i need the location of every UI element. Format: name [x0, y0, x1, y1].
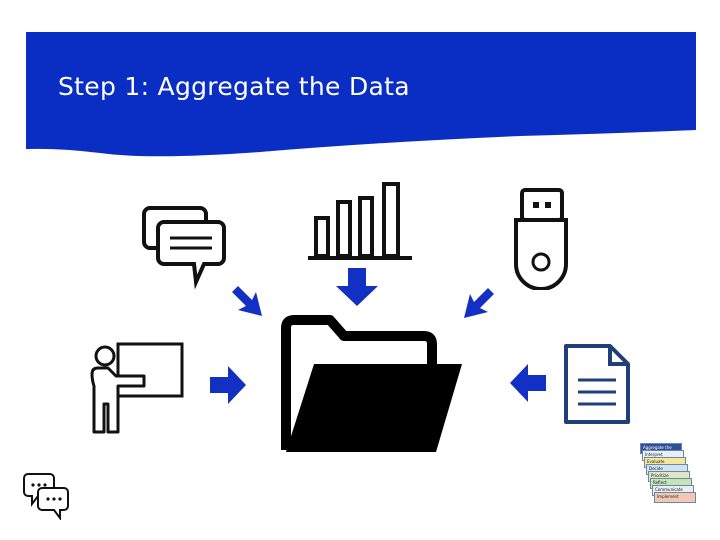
- arrow-left-icon: [510, 364, 546, 402]
- title-banner-shape: [26, 32, 696, 157]
- title-banner: [26, 32, 696, 157]
- open-folder-icon: [281, 315, 462, 452]
- chat-bubbles-icon: [142, 206, 226, 290]
- slide-title: Step 1: Aggregate the Data: [58, 72, 410, 101]
- arrow-down-icon: [336, 268, 378, 306]
- stack-card: Implement: [654, 492, 696, 503]
- arrow-down-right-icon: [232, 286, 262, 316]
- usb-drive-icon: [514, 188, 568, 290]
- bar-chart-icon: [308, 182, 412, 260]
- comment-icon: [23, 473, 69, 520]
- presenter-board-icon: [90, 342, 184, 434]
- stacked-cards-thumbnail: Aggregate the Data Interpret Evaluate De…: [640, 443, 698, 505]
- arrow-right-icon: [210, 366, 246, 404]
- arrow-down-left-icon: [464, 288, 494, 318]
- document-icon: [564, 344, 630, 424]
